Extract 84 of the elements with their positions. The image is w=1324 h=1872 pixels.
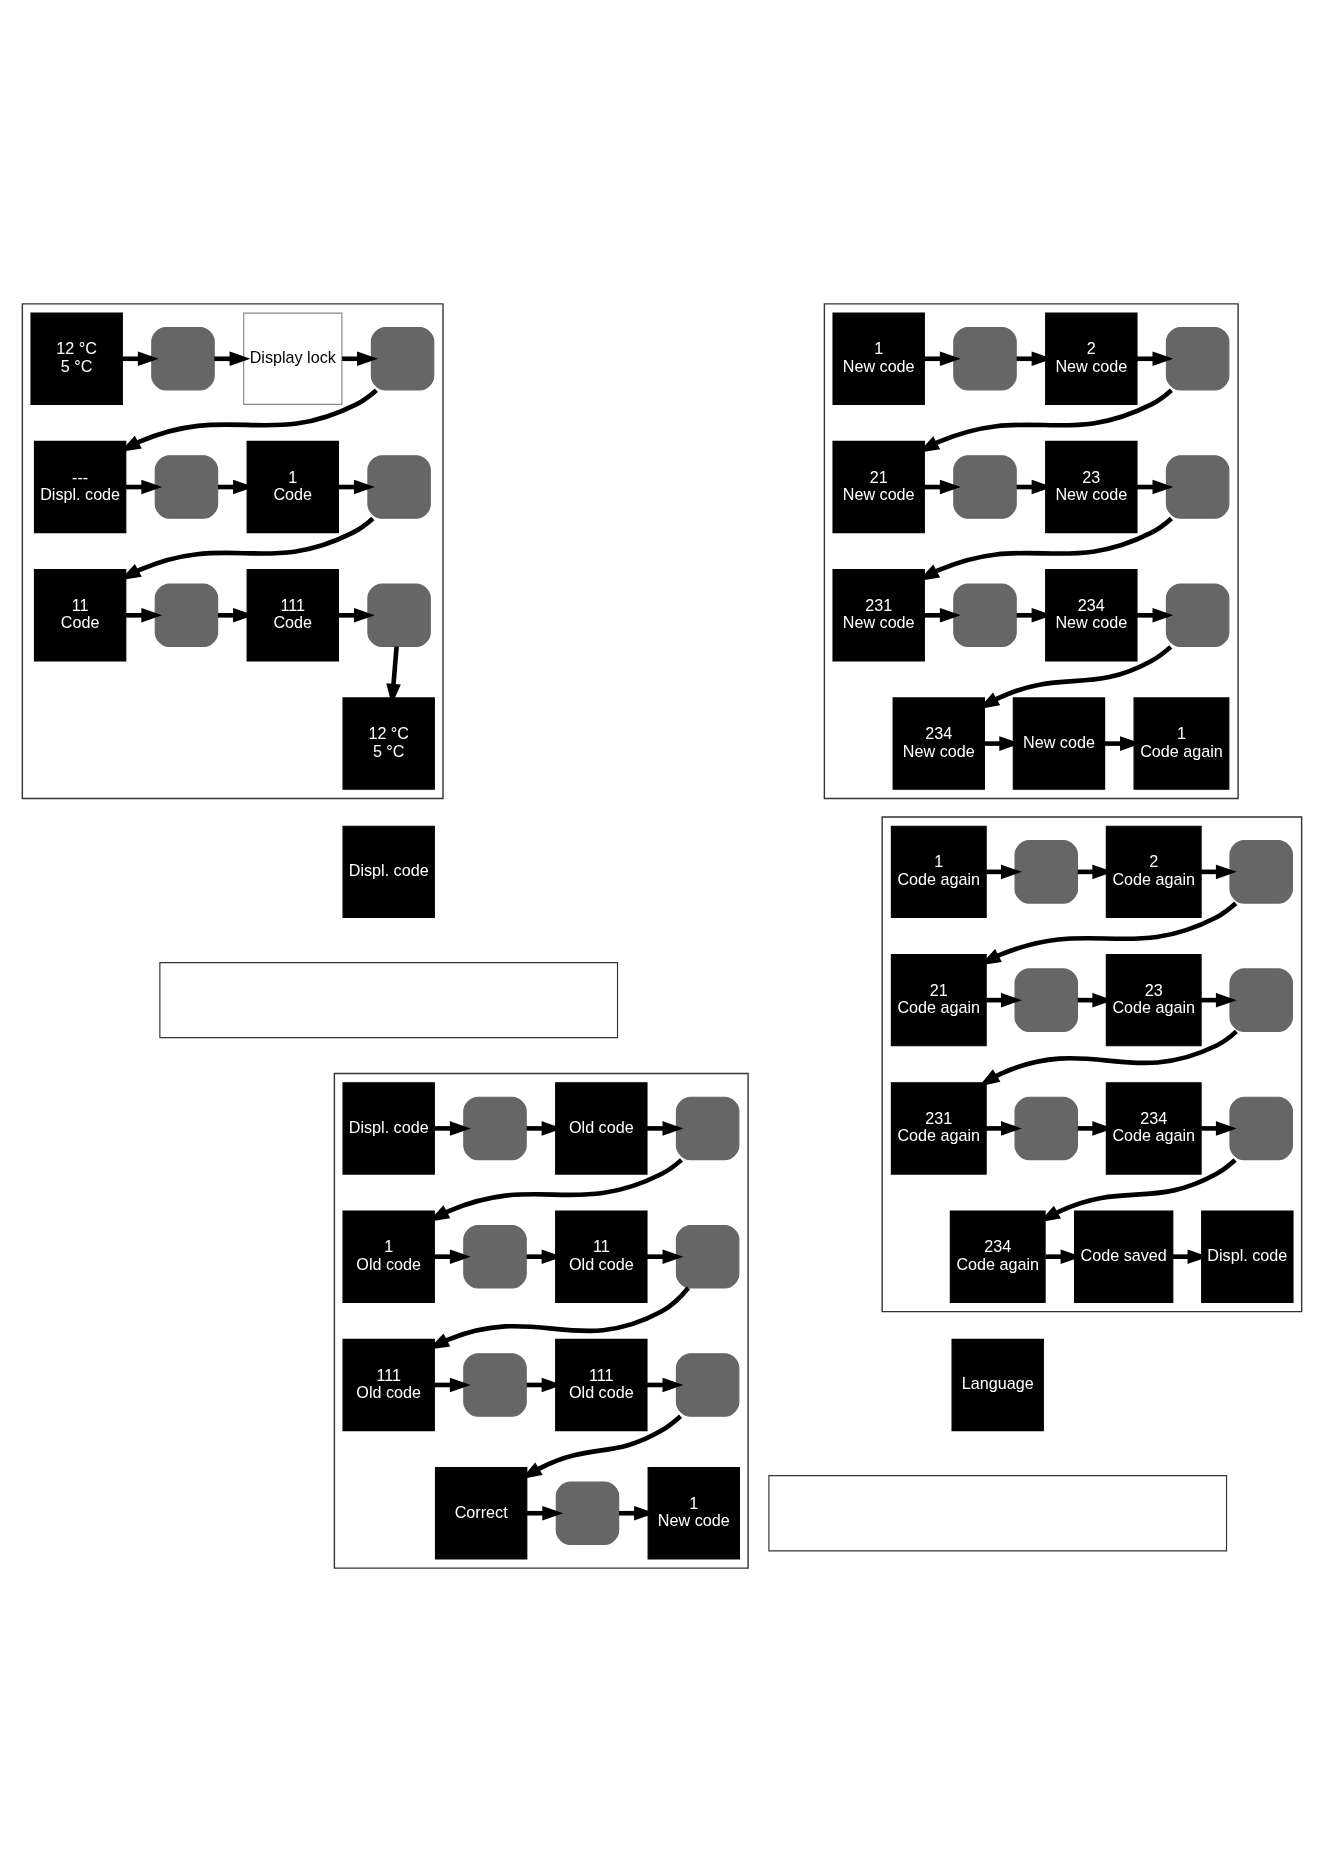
node-box: 21 New code — [832, 440, 925, 534]
cluster — [21, 303, 444, 800]
arrow — [647, 1249, 684, 1264]
node-box: 111 Old code — [555, 1338, 648, 1432]
node-box — [1229, 1096, 1293, 1161]
node-box — [1165, 583, 1230, 648]
arrow — [434, 1249, 471, 1264]
node-box: Language — [951, 1338, 1044, 1432]
arrow — [647, 1121, 684, 1136]
node-box: 234 New code — [1045, 569, 1138, 662]
node-box: 234 Code again — [1105, 1082, 1202, 1175]
node-box — [1014, 840, 1079, 904]
node-box: 1 Code — [246, 440, 339, 534]
arrow — [1137, 608, 1174, 623]
arrow — [434, 1121, 471, 1136]
node-box — [370, 327, 435, 391]
node-box: 11 Old code — [555, 1210, 648, 1303]
node-box — [1229, 968, 1293, 1032]
arrow — [924, 608, 961, 623]
node-box — [768, 1475, 1228, 1552]
node-box: 231 Code again — [890, 1082, 987, 1175]
node-box: 234 New code — [892, 697, 985, 790]
node-box: 1 Code again — [1133, 697, 1230, 790]
arrow — [1201, 1121, 1237, 1136]
node-box: 12 °C 5 °C — [30, 312, 123, 405]
node-box: 23 Code again — [1105, 953, 1202, 1047]
node-box: 1 Code again — [890, 825, 987, 919]
node-box: 2 Code again — [1105, 825, 1202, 919]
node-box — [154, 455, 219, 519]
node-box: Display lock — [243, 312, 343, 405]
node-box: 23 New code — [1045, 440, 1138, 534]
node-box: 2 New code — [1045, 312, 1138, 405]
arrow — [1172, 1249, 1209, 1264]
node-box — [367, 583, 431, 648]
node-box — [953, 327, 1017, 391]
node-box — [1165, 455, 1230, 519]
node-box: --- Displ. code — [33, 440, 127, 534]
arrow — [986, 1121, 1022, 1136]
node-box: Old code — [555, 1082, 648, 1175]
node-box: 111 Code — [246, 569, 339, 662]
node-box — [367, 455, 431, 519]
cluster — [333, 1072, 749, 1569]
node-box — [463, 1224, 527, 1289]
node-box — [675, 1353, 740, 1417]
node-box: 1 New code — [832, 312, 925, 405]
arrow — [125, 608, 163, 623]
node-box — [953, 583, 1017, 648]
node-box — [463, 1096, 527, 1161]
node-box: Correct — [434, 1467, 528, 1560]
node-box: Code saved — [1074, 1210, 1174, 1303]
node-box — [1165, 327, 1230, 391]
node-box — [1014, 1096, 1079, 1161]
node-box: 1 Old code — [342, 1210, 435, 1303]
node-box — [151, 327, 215, 391]
arrow — [122, 351, 159, 367]
arrow — [1137, 351, 1174, 367]
arrow — [214, 351, 251, 367]
node-box: 21 Code again — [890, 953, 987, 1047]
node-box — [555, 1481, 620, 1545]
node-box — [463, 1353, 527, 1417]
node-box: 12 °C 5 °C — [342, 697, 435, 790]
cluster — [881, 816, 1303, 1313]
node-box: Displ. code — [342, 1082, 435, 1175]
node-box — [154, 583, 219, 648]
node-box: 234 Code again — [949, 1210, 1046, 1303]
node-box — [675, 1096, 740, 1161]
arrow — [1045, 1249, 1082, 1264]
node-box: 231 New code — [832, 569, 925, 662]
node-box — [159, 962, 619, 1039]
node-box — [1014, 968, 1079, 1032]
arrow — [342, 351, 378, 367]
node-box: Displ. code — [1201, 1210, 1294, 1303]
node-box: 11 Code — [33, 569, 127, 662]
node-box — [1229, 840, 1293, 904]
node-box — [675, 1224, 740, 1289]
node-box: Displ. code — [342, 825, 435, 919]
node-box: 111 Old code — [342, 1338, 435, 1432]
arrow — [338, 608, 375, 623]
node-box: 1 New code — [647, 1467, 740, 1560]
arrow — [526, 1505, 564, 1521]
node-box — [953, 455, 1017, 519]
arrow — [924, 351, 961, 367]
node-box: New code — [1012, 697, 1106, 790]
cluster — [823, 303, 1239, 800]
